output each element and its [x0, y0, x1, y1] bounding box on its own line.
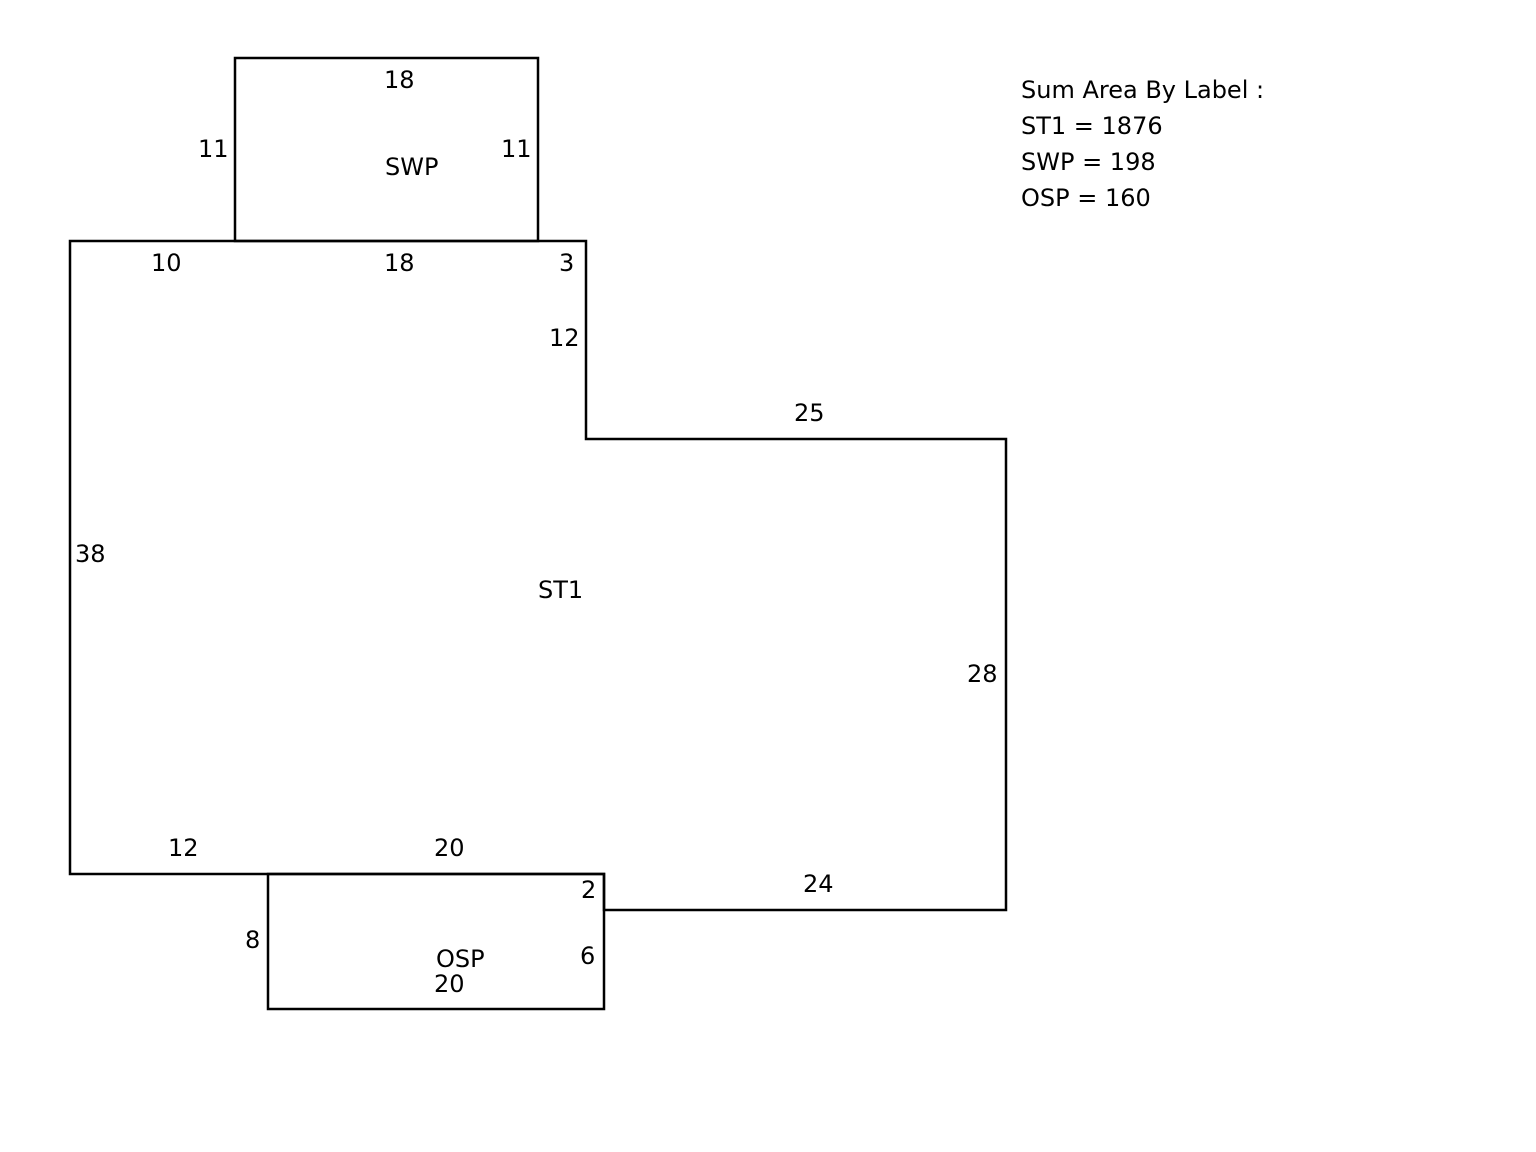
- legend-entry-st1: ST1 = 1876: [1021, 112, 1163, 140]
- legend-title: Sum Area By Label :: [1021, 76, 1265, 104]
- osp-outline: [266, 872, 606, 1011]
- osp-dim-left: 8: [245, 926, 260, 954]
- legend-entry-osp: OSP = 160: [1021, 184, 1151, 212]
- legend-entry-swp: SWP = 198: [1021, 148, 1156, 176]
- st1-dim-top-right: 3: [559, 249, 574, 277]
- swp-dim-right: 11: [501, 135, 532, 163]
- st1-area-label: ST1: [538, 576, 583, 604]
- swp-dim-left: 11: [198, 135, 229, 163]
- st1-dim-bottom-mid: 20: [434, 834, 465, 862]
- st1-dim-bottom-right: 24: [803, 870, 834, 898]
- osp-dim-right-top: 2: [581, 876, 596, 904]
- osp-area-label: OSP: [436, 945, 485, 973]
- st1-dim-bottom-left: 12: [168, 834, 199, 862]
- st1-dim-right: 28: [967, 660, 998, 688]
- osp-dim-right: 6: [580, 942, 595, 970]
- area-summary-legend: Sum Area By Label : ST1 = 1876 SWP = 198…: [1021, 72, 1264, 216]
- st1-dim-top-left: 10: [151, 249, 182, 277]
- osp-dim-bottom: 20: [434, 970, 465, 998]
- st1-outline: [68, 239, 1008, 912]
- st1-dim-left: 38: [75, 540, 106, 568]
- swp-area-label: SWP: [385, 153, 438, 181]
- st1-dim-top-mid: 18: [384, 249, 415, 277]
- swp-dim-top: 18: [384, 66, 415, 94]
- st1-dim-inner-vertical: 12: [549, 324, 580, 352]
- st1-dim-upper-right: 25: [794, 399, 825, 427]
